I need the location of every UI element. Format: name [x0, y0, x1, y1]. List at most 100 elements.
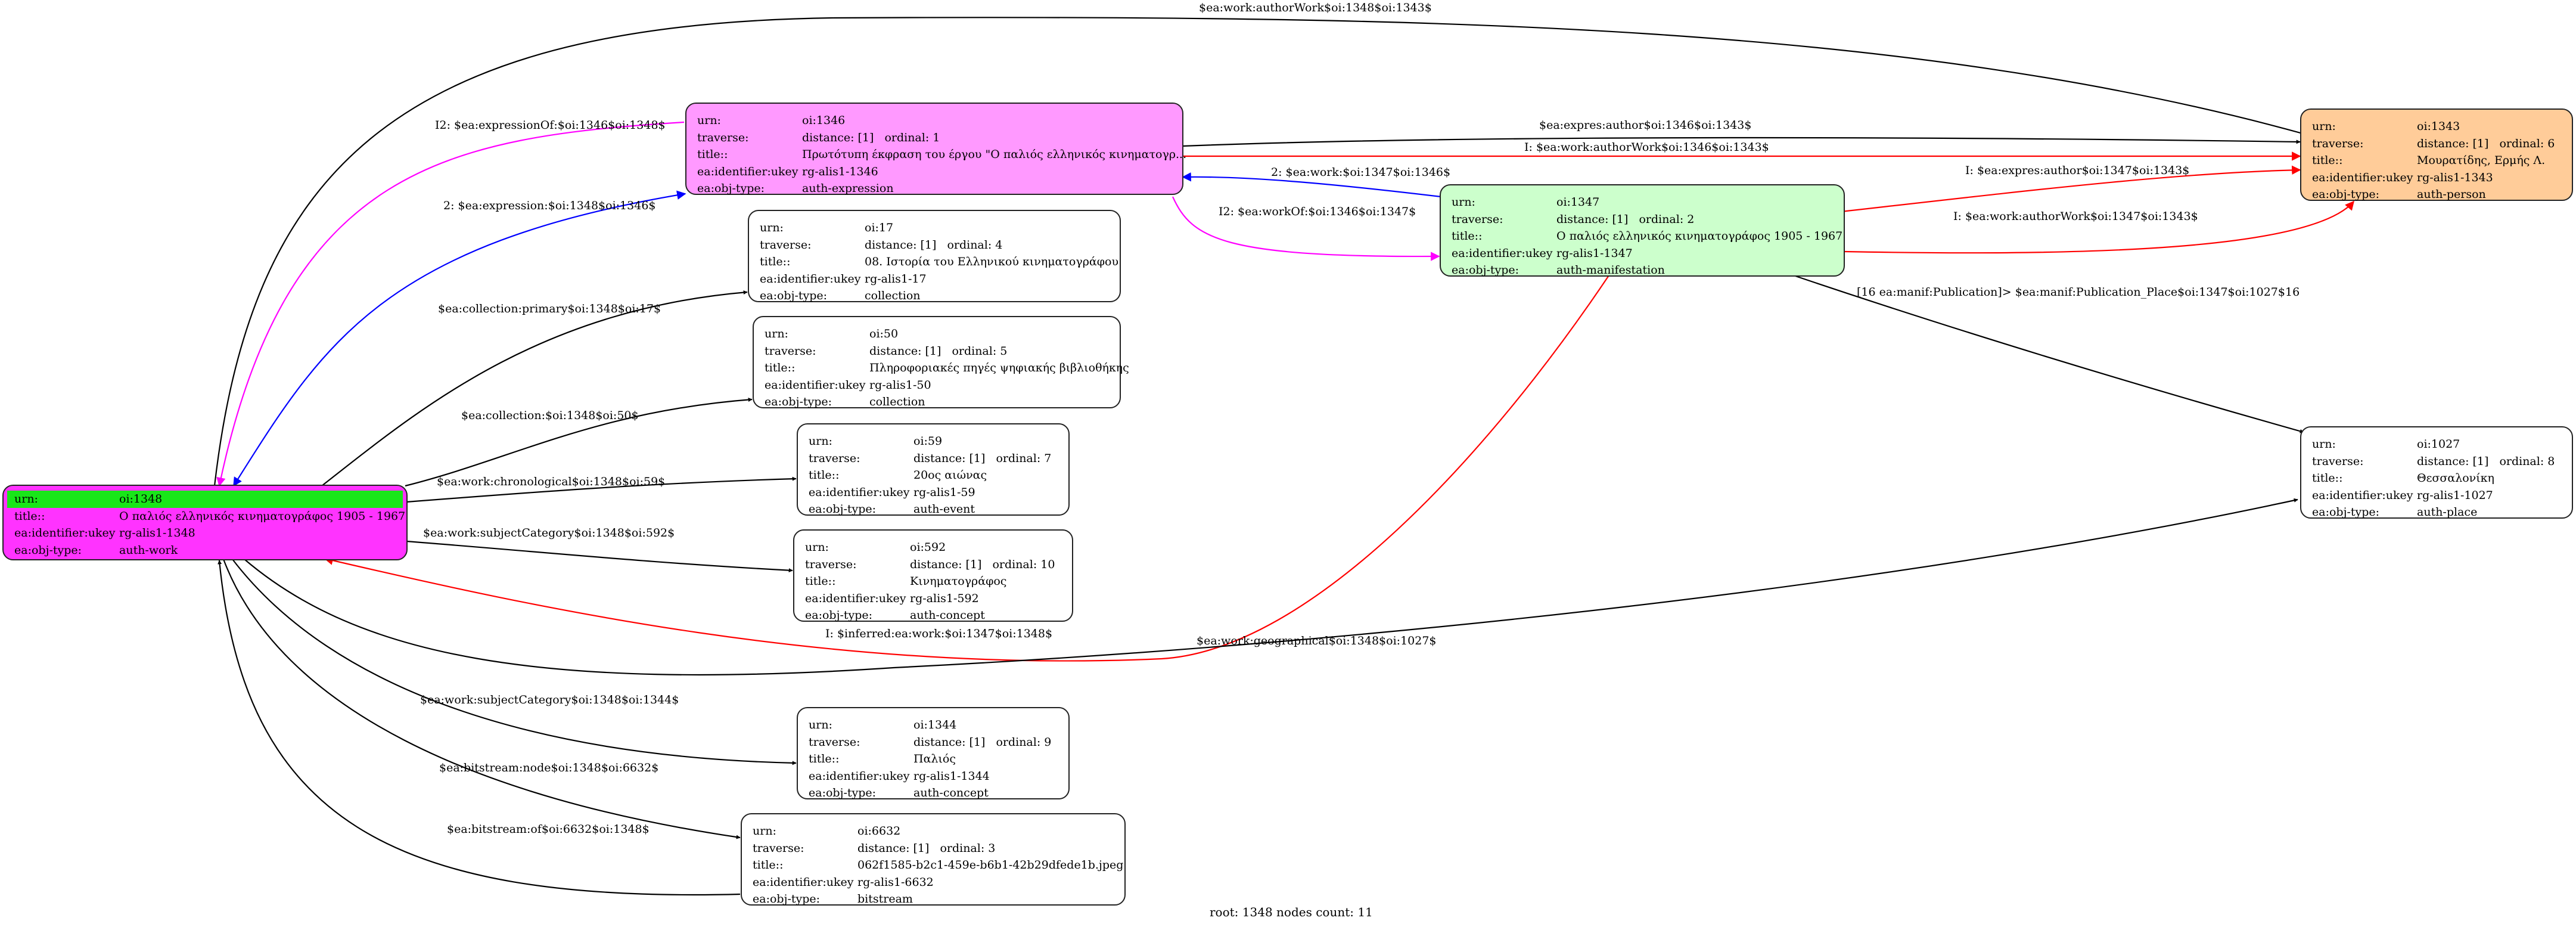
edge-label: 2: $ea:expression:$oi:1348$oi:1346$ [443, 199, 656, 212]
node-row-urn: urn: oi:6632 [753, 823, 1114, 840]
node-row-ukey: ea:identifier:ukey rg-alis1-1346 [697, 163, 1172, 181]
field-value: oi:50 [869, 327, 899, 340]
field-label: ea:obj-type: [809, 786, 877, 799]
field-value: oi:6632 [857, 824, 901, 838]
edge-label: 2: $ea:work:$oi:1347$oi:1346$ [1271, 166, 1451, 179]
field-value: ordinal: 2 [1639, 212, 1695, 226]
field-value: rg-alis1-50 [869, 378, 931, 392]
edge-label: I: $inferred:ea:work:$oi:1347$oi:1348$ [825, 627, 1053, 640]
edge-label: $ea:bitstream:node$oi:1348$oi:6632$ [439, 761, 659, 774]
field-value: bitstream [857, 892, 913, 906]
field-label: title:: [760, 255, 791, 268]
edge-1348-1346-expression [233, 190, 686, 487]
node-oi-1347[interactable]: urn: oi:1347 traverse:distance: [1]ordina… [1440, 184, 1845, 277]
field-label: urn: [765, 327, 788, 340]
node-row-title: title::Μουρατίδης, Ερμής Λ. [2312, 152, 2561, 169]
field-value: Μουρατίδης, Ερμής Λ. [2417, 154, 2546, 167]
edge-label: I: $ea:expres:author$oi:1347$oi:1343$ [1965, 164, 2190, 177]
edge-label: $ea:work:subjectCategory$oi:1348$oi:592$ [423, 526, 675, 540]
edge-label: $ea:collection:primary$oi:1348$oi:17$ [438, 302, 661, 315]
edge-1348-1027 [244, 498, 2298, 676]
field-label: ea:obj-type: [1452, 263, 1520, 277]
node-row-traverse: traverse:distance: [1]ordinal: 1 [697, 129, 1172, 147]
field-value: rg-alis1-1346 [802, 165, 878, 178]
field-value: oi:1347 [1556, 196, 1600, 209]
field-value: Κινηματογράφος [910, 575, 1007, 588]
field-label: title:: [697, 148, 728, 161]
edge-1348-50 [405, 397, 753, 487]
field-label: title:: [805, 575, 836, 588]
node-row-urn: urn:oi:1027 [2312, 436, 2561, 453]
node-oi-6632[interactable]: urn:oi:6632 traverse:distance: [1]ordina… [741, 813, 1126, 906]
node-oi-17[interactable]: urn:oi:17 traverse:distance: [1]ordinal:… [748, 210, 1121, 302]
field-label: traverse: [760, 238, 812, 252]
field-value: ordinal: 7 [996, 451, 1052, 465]
node-row-type: ea:obj-type:bitstream [753, 891, 1114, 908]
field-value: auth-manifestation [1556, 263, 1665, 277]
field-value: ordinal: 6 [2499, 137, 2555, 150]
field-label: urn: [753, 824, 776, 838]
node-row-traverse: traverse:distance: [1]ordinal: 6 [2312, 135, 2561, 153]
field-label: urn: [697, 114, 721, 127]
node-row-traverse: traverse:distance: [1]ordinal: 4 [760, 237, 1109, 254]
node-row-urn: urn:oi:592 [805, 539, 1061, 556]
field-value: ordinal: 8 [2499, 454, 2555, 468]
graph-footer: root: 1348 nodes count: 11 [1210, 905, 1373, 919]
node-oi-1343[interactable]: urn:oi:1343 traverse:distance: [1]ordina… [2300, 108, 2573, 201]
node-oi-59[interactable]: urn:oi:59 traverse:distance: [1]ordinal:… [797, 423, 1070, 516]
field-label: traverse: [753, 841, 804, 855]
node-oi-1348[interactable]: urn:oi:1348 title::Ο παλιός ελληνικός κι… [2, 485, 408, 560]
field-label: ea:identifier:ukey [697, 165, 798, 178]
field-label: urn: [805, 541, 829, 554]
field-label: ea:obj-type: [765, 395, 832, 408]
field-value: distance: [1] [910, 557, 982, 571]
node-row-urn: urn:oi:1343 [2312, 118, 2561, 135]
field-label: urn: [1452, 196, 1475, 209]
field-value: 08. Ιστορία του Ελληνικού κινηματογράφου [865, 255, 1118, 268]
node-oi-50[interactable]: urn:oi:50 traverse:distance: [1]ordinal:… [753, 316, 1129, 408]
node-row-type: ea:obj-type:auth-concept [805, 607, 1061, 624]
field-label: ea:obj-type: [697, 182, 765, 195]
field-value: rg-alis1-1344 [913, 769, 990, 783]
node-row-title: title::Πληροφοριακές πηγές ψηφιακής βιβλ… [765, 359, 1129, 377]
edge-label: $ea:work:chronological$oi:1348$oi:59$ [437, 475, 666, 488]
field-value: auth-person [2417, 188, 2486, 201]
field-value: Θεσσαλονίκη [2417, 472, 2494, 485]
field-value: oi:59 [913, 435, 943, 448]
edge-label: $ea:bitstream:of$oi:6632$oi:1348$ [447, 823, 650, 836]
edge-6632-1348-bitstreamof [217, 560, 741, 896]
node-oi-1346[interactable]: urn:oi:1346 traverse:distance: [1]ordina… [685, 103, 1186, 197]
edge-label: $ea:work:authorWork$oi:1348$oi:1343$ [1199, 1, 1432, 14]
field-value: ordinal: 10 [992, 557, 1055, 571]
field-value: ordinal: 1 [884, 131, 940, 144]
node-oi-1027[interactable]: urn:oi:1027 traverse:distance: [1]ordina… [2300, 426, 2573, 519]
edge-1346-1347-workof [1172, 196, 1440, 261]
node-row-type: ea:obj-type:auth-expression [697, 180, 1172, 197]
field-label: ea:identifier:ukey [14, 526, 116, 540]
field-label: urn: [760, 221, 784, 234]
field-value: ordinal: 3 [940, 841, 996, 855]
field-value: collection [865, 289, 921, 302]
node-row-title: title::Πρωτότυπη έκφραση του έργου "Ο πα… [697, 146, 1186, 163]
field-value: Παλιός [913, 752, 956, 765]
field-value: rg-alis1-1348 [119, 526, 195, 540]
field-value: auth-concept [910, 609, 985, 622]
node-row-title: title::Ο παλιός ελληνικός κινηματογράφος… [14, 508, 405, 525]
field-label: traverse: [2312, 454, 2364, 468]
node-row-type: ea:obj-type:auth-place [2312, 504, 2561, 521]
field-value: auth-event [913, 503, 975, 516]
edge-label: I2: $ea:workOf:$oi:1346$oi:1347$ [1219, 205, 1416, 218]
edge-1348-17 [321, 290, 748, 486]
field-value: oi:1027 [2417, 438, 2460, 451]
field-value: ordinal: 4 [947, 238, 1003, 252]
field-label: ea:identifier:ukey [753, 875, 854, 889]
node-oi-1344[interactable]: urn:oi:1344 traverse:distance: [1]ordina… [797, 707, 1070, 799]
field-label: ea:obj-type: [2312, 506, 2380, 519]
field-value: collection [869, 395, 925, 408]
field-label: ea:identifier:ukey [760, 272, 861, 286]
edge-1348-59 [406, 476, 797, 503]
node-oi-592[interactable]: urn:oi:592 traverse:distance: [1]ordinal… [793, 529, 1073, 622]
node-row-traverse: traverse:distance: [1]ordinal: 2 [1452, 211, 1833, 228]
field-label: title:: [809, 469, 840, 482]
